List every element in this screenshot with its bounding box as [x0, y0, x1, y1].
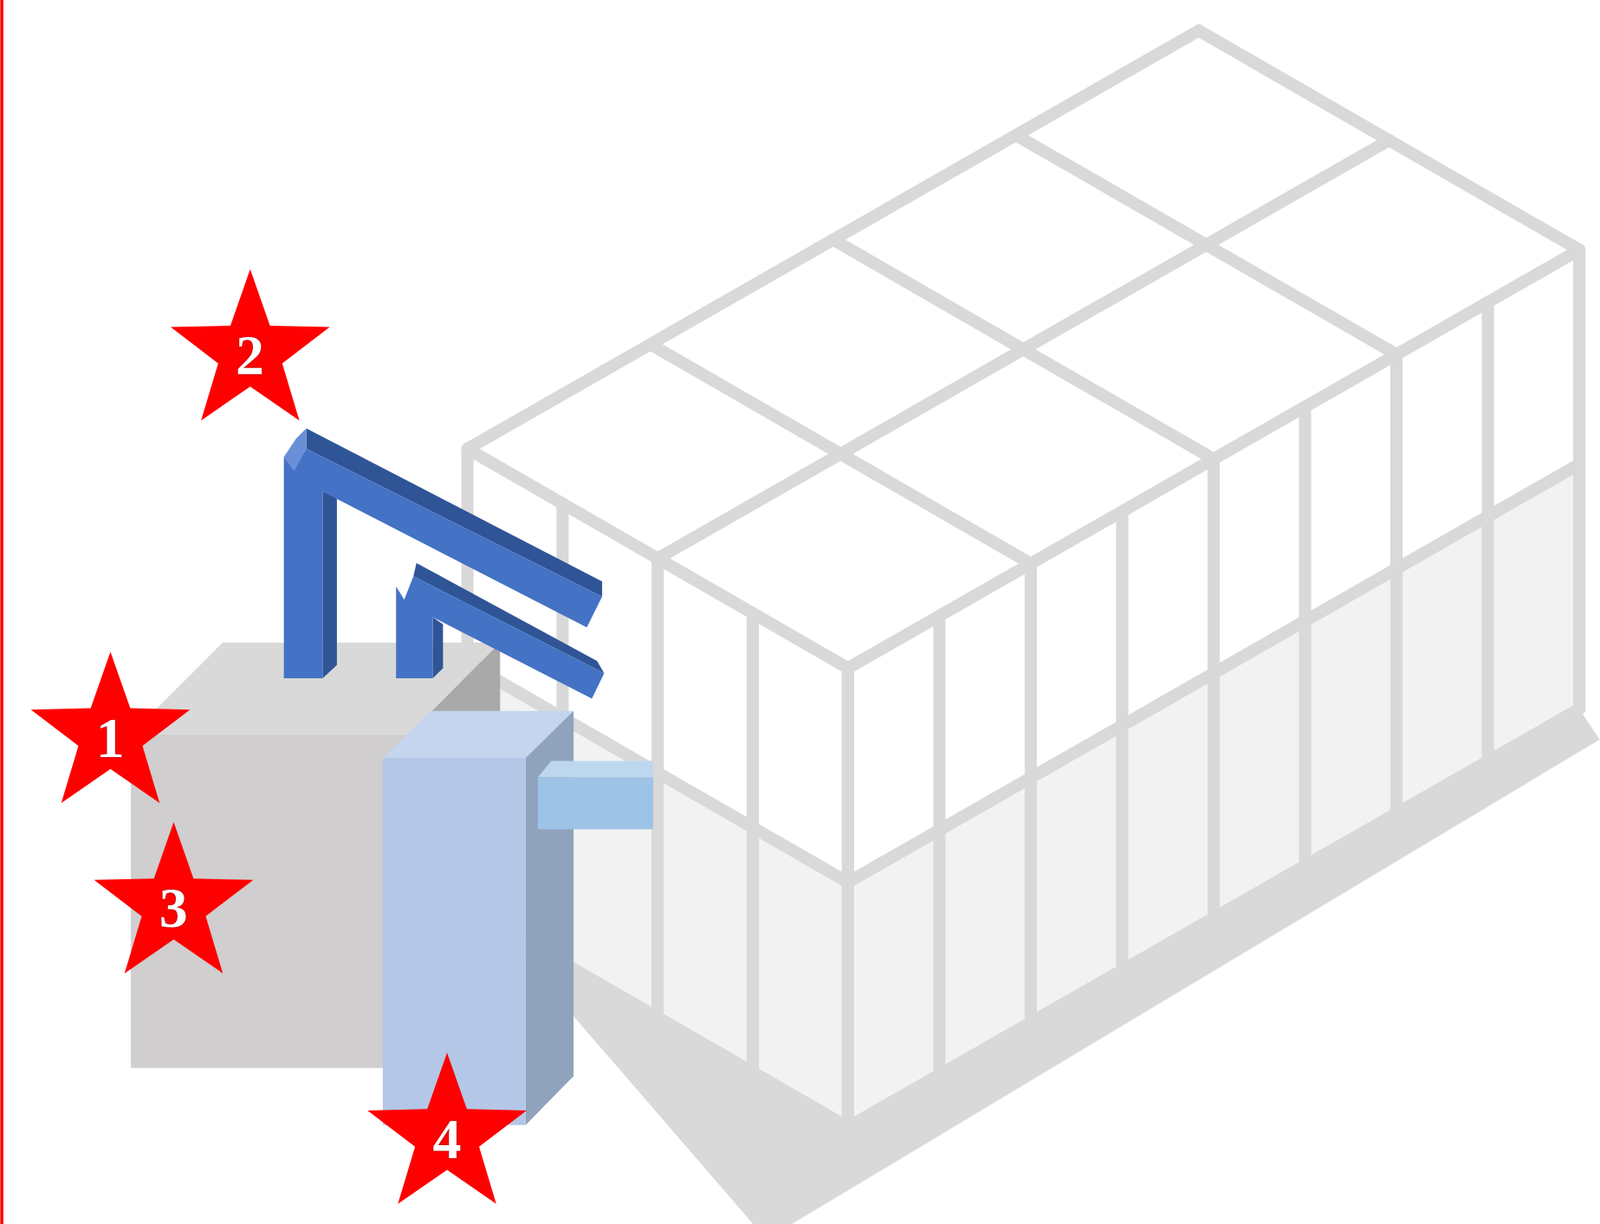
frame-bar: [842, 667, 855, 1128]
callout-star: [31, 651, 191, 804]
duct-top: [306, 428, 603, 597]
frame-bar: [1024, 563, 1037, 1024]
callout-number: 1: [96, 709, 125, 767]
callout-star: [367, 1052, 527, 1205]
callout-number: 2: [235, 326, 265, 384]
frame-bar: [1298, 407, 1311, 867]
duct-side: [322, 492, 337, 679]
small-box-top: [537, 760, 654, 778]
callout-number: 3: [159, 879, 188, 937]
tall-unit: [382, 757, 526, 1126]
frame-bar: [1115, 511, 1128, 971]
frame-bar: [1482, 302, 1495, 762]
greenhouse-frame: [467, 30, 1600, 1224]
duct-side: [433, 616, 444, 679]
duct-pipe: [395, 576, 604, 699]
frame-bar: [657, 140, 1389, 559]
frame-bar: [932, 615, 946, 1076]
small-box: [537, 777, 654, 830]
frame-bar: [842, 667, 855, 1128]
callout-star: [170, 269, 331, 422]
stars: [31, 269, 527, 1205]
frame-bar: [746, 613, 759, 1073]
frame-bar: [651, 558, 664, 1018]
callout-number: 4: [432, 1110, 461, 1168]
frame-bar: [1207, 459, 1220, 919]
callout-star: [94, 822, 254, 974]
grey-box: [130, 734, 409, 1069]
frame-bar: [1390, 354, 1403, 814]
duct-end: [284, 428, 307, 472]
edge-line: [0, 0, 4, 1224]
frame-bar: [1573, 249, 1586, 709]
frame-bar: [1573, 249, 1586, 709]
